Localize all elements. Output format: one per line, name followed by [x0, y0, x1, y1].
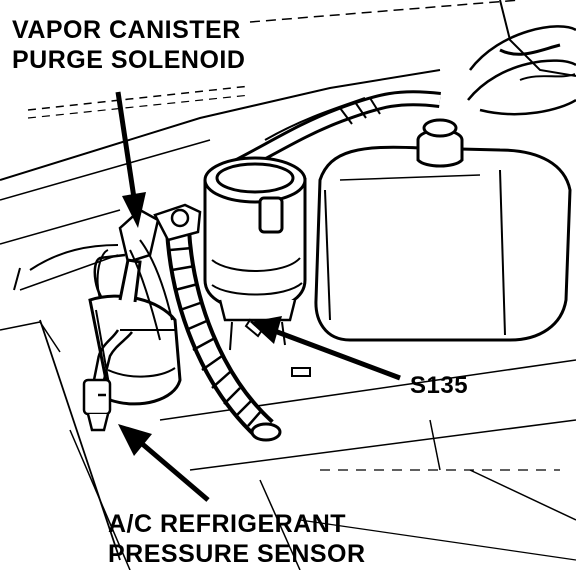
purge-solenoid	[93, 203, 202, 321]
arrow-s135	[271, 327, 401, 381]
splice-label: S135	[410, 372, 469, 399]
leader-arrows	[115, 91, 401, 502]
ac-sensor-label-line1: A/C REFRIGERANT	[108, 510, 347, 538]
wire-harness	[13, 239, 175, 341]
arrow-ac-sensor	[138, 440, 210, 502]
strut-tower	[467, 0, 576, 116]
upper-hose	[226, 90, 441, 178]
ac-sensor-label-line2: PRESSURE SENSOR	[108, 540, 366, 568]
arrow-purge-solenoid	[115, 91, 137, 199]
coolant-reservoir	[314, 118, 572, 342]
purge-solenoid-label-line2: PURGE SOLENOID	[12, 46, 246, 74]
wiring-loom	[165, 229, 282, 442]
ac-line-fitting	[88, 258, 182, 406]
ac-pressure-sensor	[82, 329, 133, 432]
purge-solenoid-label-line1: VAPOR CANISTER	[12, 16, 241, 44]
purge-canister	[203, 156, 307, 351]
